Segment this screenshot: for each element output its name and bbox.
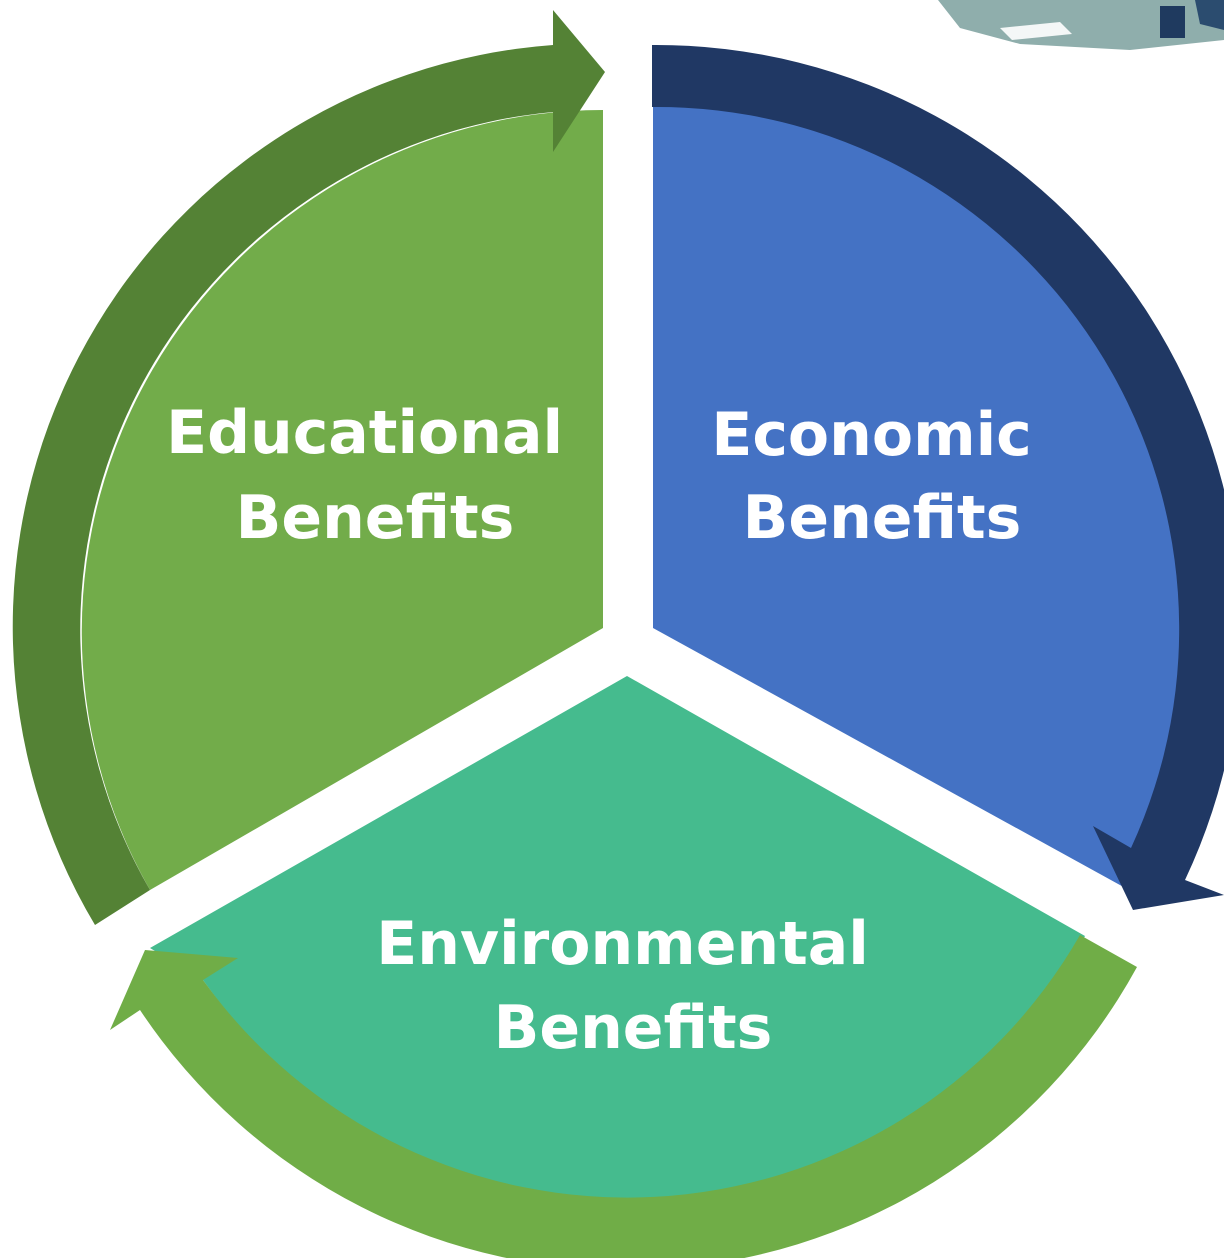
economic-label-line2: Benefits: [743, 483, 1022, 553]
educational-label-line2: Benefits: [236, 483, 515, 553]
economic-label-line1: Economic: [711, 400, 1031, 470]
corner-logo-fragment: [938, 0, 1224, 50]
educational-label-line1: Educational: [166, 398, 563, 468]
environmental-label: Environmental Benefits: [376, 909, 889, 1063]
educational-label: Educational Benefits: [166, 398, 584, 553]
environmental-label-line1: Environmental: [376, 909, 869, 979]
environmental-segment: [150, 676, 1085, 1202]
educational-arrow: [12, 10, 606, 925]
economic-arrow: [652, 44, 1224, 910]
educational-segment: [81, 110, 603, 890]
economic-label: Economic Benefits: [711, 400, 1052, 553]
environmental-arrow: [110, 935, 1137, 1258]
environmental-label-line2: Benefits: [494, 993, 773, 1063]
